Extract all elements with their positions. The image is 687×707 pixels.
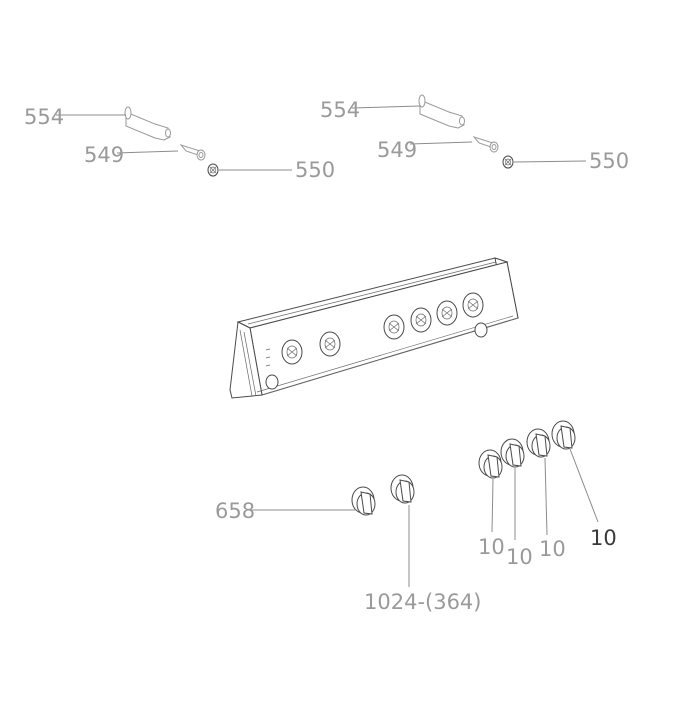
leader-549-left [116, 150, 179, 154]
label-550-right: 550 [589, 149, 629, 173]
part-550-right [502, 155, 514, 169]
label-549-left: 549 [84, 143, 124, 167]
label-554-left: 554 [24, 105, 64, 129]
knob-10-d [551, 420, 576, 450]
panel-socket-6 [462, 292, 484, 318]
panel-socket-1 [281, 339, 303, 365]
leader-10-d [569, 448, 599, 523]
leader-10-a [491, 478, 494, 533]
panel-socket-2 [319, 331, 341, 357]
leader-549-right [409, 141, 473, 145]
label-10-d: 10 [590, 526, 617, 550]
label-10-c: 10 [539, 537, 566, 561]
label-554-right: 554 [320, 98, 360, 122]
leader-554-right [351, 105, 421, 109]
part-554-left [124, 106, 171, 141]
knob-658 [351, 486, 376, 516]
label-10-b: 10 [506, 545, 533, 569]
knob-10-c [526, 428, 551, 458]
part-549-right [472, 136, 499, 153]
part-549-left [179, 144, 206, 161]
label-550-left: 550 [295, 158, 335, 182]
knob-1024 [390, 474, 415, 504]
leader-10-c [544, 457, 548, 536]
label-1024-364: 1024-(364) [364, 590, 482, 614]
control-panel [229, 257, 519, 399]
panel-socket-4 [410, 307, 432, 333]
leader-550-right [513, 160, 587, 163]
label-549-right: 549 [377, 138, 417, 162]
part-554-right [418, 94, 465, 129]
label-10-a: 10 [478, 535, 505, 559]
knob-10-a [478, 449, 503, 479]
panel-socket-3 [383, 314, 405, 340]
part-550-left [207, 163, 219, 177]
label-658: 658 [215, 499, 255, 523]
panel-socket-5 [436, 300, 458, 326]
knob-10-b [500, 438, 525, 468]
